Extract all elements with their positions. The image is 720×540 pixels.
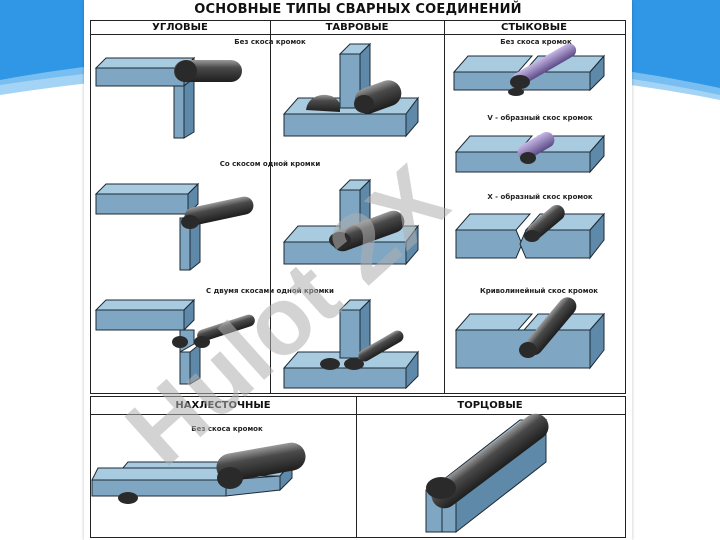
- butt-weld-bead-v: [517, 132, 555, 164]
- column-divider-1: [270, 20, 271, 394]
- header-edge: ТОРЦОВЫЕ: [457, 400, 523, 411]
- caption-no-bevel: Без скоса кромок: [234, 38, 306, 46]
- caption-one-edge-bevel: Со скосом одной кромки: [219, 160, 321, 168]
- caption-butt-no-bevel: Без скоса кромок: [500, 38, 572, 46]
- column-divider-2: [444, 20, 445, 394]
- butt-weld-bead-curved: [519, 297, 577, 358]
- weld-drawings: [91, 42, 606, 534]
- caption-two-bevels: С двумя скосами одной кромки: [206, 287, 334, 295]
- corner-joint-one-bevel: [94, 182, 201, 271]
- lap-weld-bead: [118, 442, 306, 504]
- bottom-header-divider: [90, 414, 626, 415]
- bottom-table-frame: [90, 396, 626, 538]
- caption-curved-bevel: Криволинейный скос кромок: [479, 287, 599, 295]
- corner-weld-bead-3: [172, 314, 255, 348]
- tee-weld-beads-3: [320, 330, 404, 370]
- header-divider: [90, 34, 626, 35]
- header-butt: СТЫКОВЫЕ: [500, 22, 567, 33]
- tee-weld-beads-2: [329, 210, 405, 252]
- corner-weld-bead-2: [181, 196, 254, 229]
- caption-x-bevel: X - образный скос кромок: [487, 193, 593, 201]
- header-tee: ТАВРОВЫЕ: [325, 22, 389, 33]
- welding-poster: ОСНОВНЫЕ ТИПЫ СВАРНЫХ СОЕДИНЕНИЙ УГЛОВЫЕ…: [84, 0, 632, 540]
- corner-weld-bead-1: [174, 60, 242, 82]
- bottom-column-divider: [356, 396, 357, 538]
- tee-joint-two-bevels: [282, 298, 419, 390]
- tee-weld-beads-1: [306, 80, 402, 114]
- butt-weld-bead-1: [508, 43, 577, 96]
- top-table-frame: [90, 20, 626, 394]
- edge-weld-bead: [426, 413, 549, 509]
- caption-v-bevel: V - образный скос кромок: [487, 114, 593, 122]
- caption-lap-no-bevel: Без скоса кромок: [191, 425, 263, 433]
- poster-title: ОСНОВНЫЕ ТИПЫ СВАРНЫХ СОЕДИНЕНИЙ: [194, 2, 522, 17]
- header-lap: НАХЛЕСТОЧНЫЕ: [175, 400, 271, 411]
- header-corner: УГЛОВЫЕ: [152, 22, 208, 33]
- butt-weld-bead-x: [524, 205, 565, 242]
